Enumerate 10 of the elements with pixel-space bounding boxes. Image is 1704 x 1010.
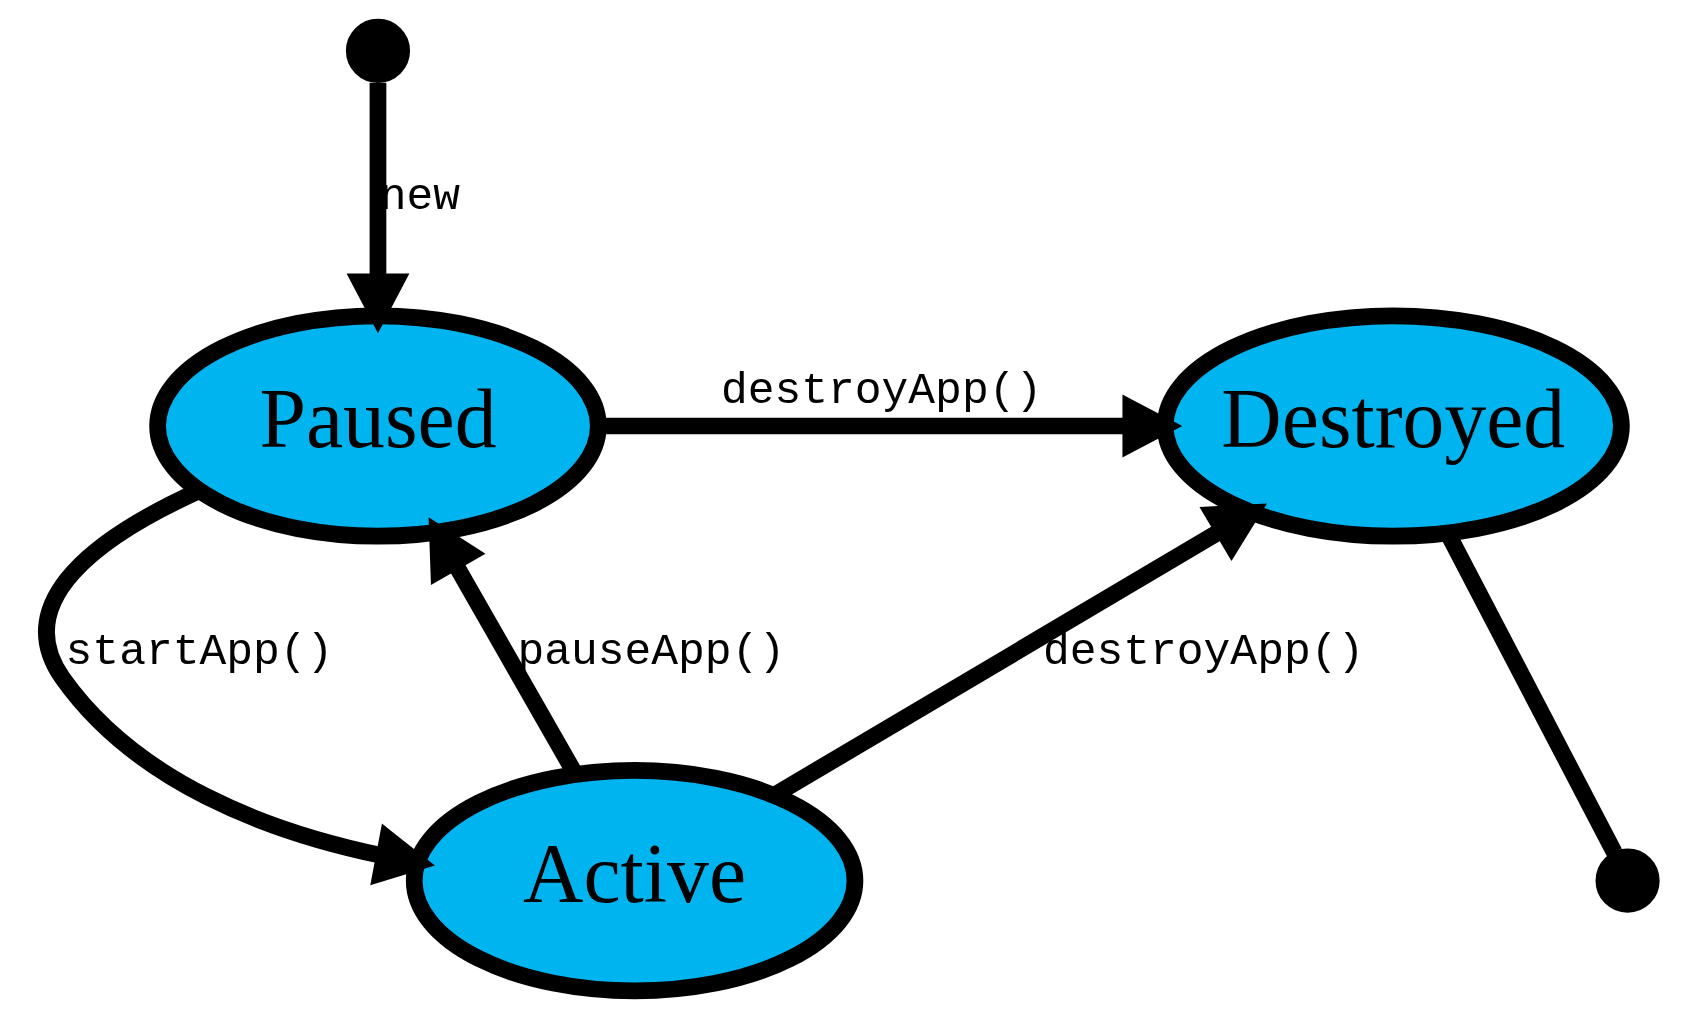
node-ellipse: Active <box>405 761 864 999</box>
edge-label: destroyApp() <box>720 365 1043 416</box>
node-ellipse: Destroyed <box>1156 306 1630 545</box>
node-circle <box>1595 848 1660 913</box>
edge-label: pauseApp() <box>517 626 786 677</box>
node-circle <box>345 18 411 83</box>
edge-label: destroyApp() <box>1042 626 1365 677</box>
edge-label: startApp() <box>65 626 334 677</box>
node-ellipse: Paused <box>149 306 607 545</box>
arrow <box>346 82 410 333</box>
